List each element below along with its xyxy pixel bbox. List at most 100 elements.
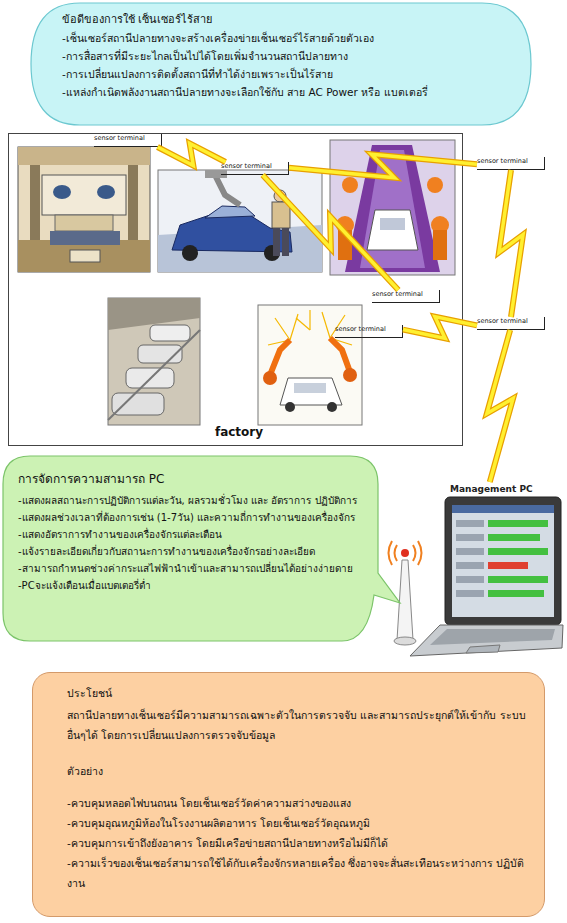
sensor-terminal: sensor terminal xyxy=(477,317,545,330)
illustration-part xyxy=(55,215,113,231)
illustration-part xyxy=(309,310,310,330)
bolt-fill xyxy=(289,154,477,178)
body-text: -แสดงผลช่วงเวลาที่ต้องการเช่น (1-7วัน) แ… xyxy=(18,509,364,526)
heading-text: ประโยชน์ xyxy=(67,683,529,703)
body-text: -การสื่อสารที่มีระยะไกลเป็นไปได้โดยเพิ่ม… xyxy=(62,47,512,65)
bubble-shape xyxy=(3,456,400,641)
sensor-terminal: sensor terminal xyxy=(372,290,440,303)
body-text: -แสดงผลสถานะการปฏิบัติการแต่ละวัน, ผลรวม… xyxy=(18,492,364,509)
illustration-part xyxy=(108,298,200,425)
wireless-link xyxy=(499,170,523,317)
sensor-terminal: sensor terminal xyxy=(94,134,162,147)
illustration-part xyxy=(330,140,455,275)
illustration-part xyxy=(456,520,548,597)
bolt-fill xyxy=(487,330,513,482)
illustration-part xyxy=(97,185,115,199)
illustration-part xyxy=(18,147,150,165)
illustration-part xyxy=(53,185,71,199)
body-text: ตัวอย่าง xyxy=(67,761,529,781)
body-text: สถานีปลายทางเซ็นเซอร์มีความสามารถเฉพาะตั… xyxy=(67,705,529,745)
illustration-part xyxy=(430,629,555,645)
illustration-part xyxy=(270,340,290,375)
illustration-part xyxy=(108,330,200,420)
illustration-part xyxy=(488,520,548,527)
illustration-part xyxy=(338,230,352,260)
bolt-outline xyxy=(263,175,399,290)
sensor-terminal: sensor terminal xyxy=(335,325,403,338)
factory-frame: factory sensor terminal sensor terminal sen… xyxy=(8,133,463,446)
text-block: Management PC xyxy=(450,484,562,494)
bolt-outline xyxy=(403,317,477,339)
illustration-part xyxy=(273,228,280,256)
illustration-part xyxy=(345,145,440,272)
bolt-fill xyxy=(157,143,225,165)
illustration-part xyxy=(427,177,443,193)
bolt-outline xyxy=(487,330,513,482)
illustration-part xyxy=(488,548,548,555)
illustration-part xyxy=(488,562,528,569)
illustration-part xyxy=(342,177,358,193)
wireless-link xyxy=(487,330,513,482)
illustration-part xyxy=(322,312,330,338)
illustration-part xyxy=(380,218,405,230)
illustration-part xyxy=(456,590,484,597)
antenna xyxy=(389,541,422,645)
press-panel xyxy=(18,147,150,272)
bolt-outline xyxy=(157,143,225,165)
welding-panel xyxy=(258,305,362,425)
body-text: -เซ็นเซอร์สถานีปลายทางจะสร้างเครื่องข่าย… xyxy=(62,29,512,47)
illustration-part xyxy=(258,305,362,425)
management-pc: Management PC xyxy=(392,482,564,658)
bolt-outline xyxy=(499,170,523,317)
illustration-part xyxy=(452,505,554,513)
illustration-part xyxy=(282,228,289,256)
illustration-part xyxy=(466,645,500,653)
illustration-part xyxy=(488,590,544,597)
bubble-shape xyxy=(31,3,531,125)
illustration-part xyxy=(452,505,554,617)
illustration-part xyxy=(456,534,484,541)
body-text: Management PC xyxy=(450,484,562,494)
body-text: -แสดงอัตราการทำงานของเครื่องจักรแต่ละเตื… xyxy=(18,526,364,543)
illustration-part xyxy=(112,393,164,415)
illustration-part xyxy=(413,545,416,561)
speech-bubble: ข้อดีของการใช้ เซ็นเซอร์ไร้สาย-เซ็นเซอร์… xyxy=(30,2,532,126)
illustration-part xyxy=(296,318,310,330)
illustration-part xyxy=(401,549,409,557)
body-text: -ควบคุมหลอดไฟบนถนน โดยเซ็นเซอร์วัดค่าควา… xyxy=(67,793,529,813)
illustration-part xyxy=(488,576,548,583)
benefit-box: ประโยชน์สถานีปลายทางเซ็นเซอร์มีความสามาร… xyxy=(32,672,545,917)
body-text: -ควบคุมอุณหภูมิห้องในโรงงานผลิตอาหาร โดย… xyxy=(67,813,529,833)
illustration-part xyxy=(274,190,286,202)
illustration-part xyxy=(360,150,425,268)
body-text: -ควบคุมการเข้าถึงยังอาคาร โดยมีเครือข่าย… xyxy=(67,833,529,853)
robot-panel xyxy=(330,140,455,275)
illustration-part xyxy=(367,210,418,250)
illustration-part xyxy=(294,383,326,393)
body-text: sensor terminal xyxy=(335,325,403,333)
text-block: sensor terminal xyxy=(94,134,162,142)
illustration-part xyxy=(215,175,240,205)
text-block: sensor terminal xyxy=(372,290,440,298)
speech-bubble: การจัดการความสามารถ PC-แสดงผลสถานะการปฏิ… xyxy=(2,455,402,642)
illustration-part xyxy=(389,541,393,565)
wireless-link xyxy=(289,154,477,178)
illustration-part xyxy=(280,378,342,405)
body-text: -สามารถกำหนดช่วงค่ากระแสไฟฟ้านำเข้าและสา… xyxy=(18,560,364,577)
text-block: sensor terminal xyxy=(477,317,545,325)
illustration-part xyxy=(205,170,227,178)
illustration-part xyxy=(397,560,413,640)
illustration-part xyxy=(263,371,277,385)
illustration-part xyxy=(410,625,563,656)
bolt-outline xyxy=(289,154,477,178)
sensor-terminal: sensor terminal xyxy=(477,157,545,170)
illustration-part xyxy=(343,368,357,382)
text-block: sensor terminal xyxy=(477,157,545,165)
body-text: sensor terminal xyxy=(477,317,545,325)
illustration-part xyxy=(418,541,422,565)
body-text: factory xyxy=(199,425,279,439)
illustration-part xyxy=(456,562,484,569)
illustration-part xyxy=(456,576,484,583)
body-text: sensor terminal xyxy=(372,290,440,298)
text-block: sensor terminal xyxy=(221,162,289,170)
